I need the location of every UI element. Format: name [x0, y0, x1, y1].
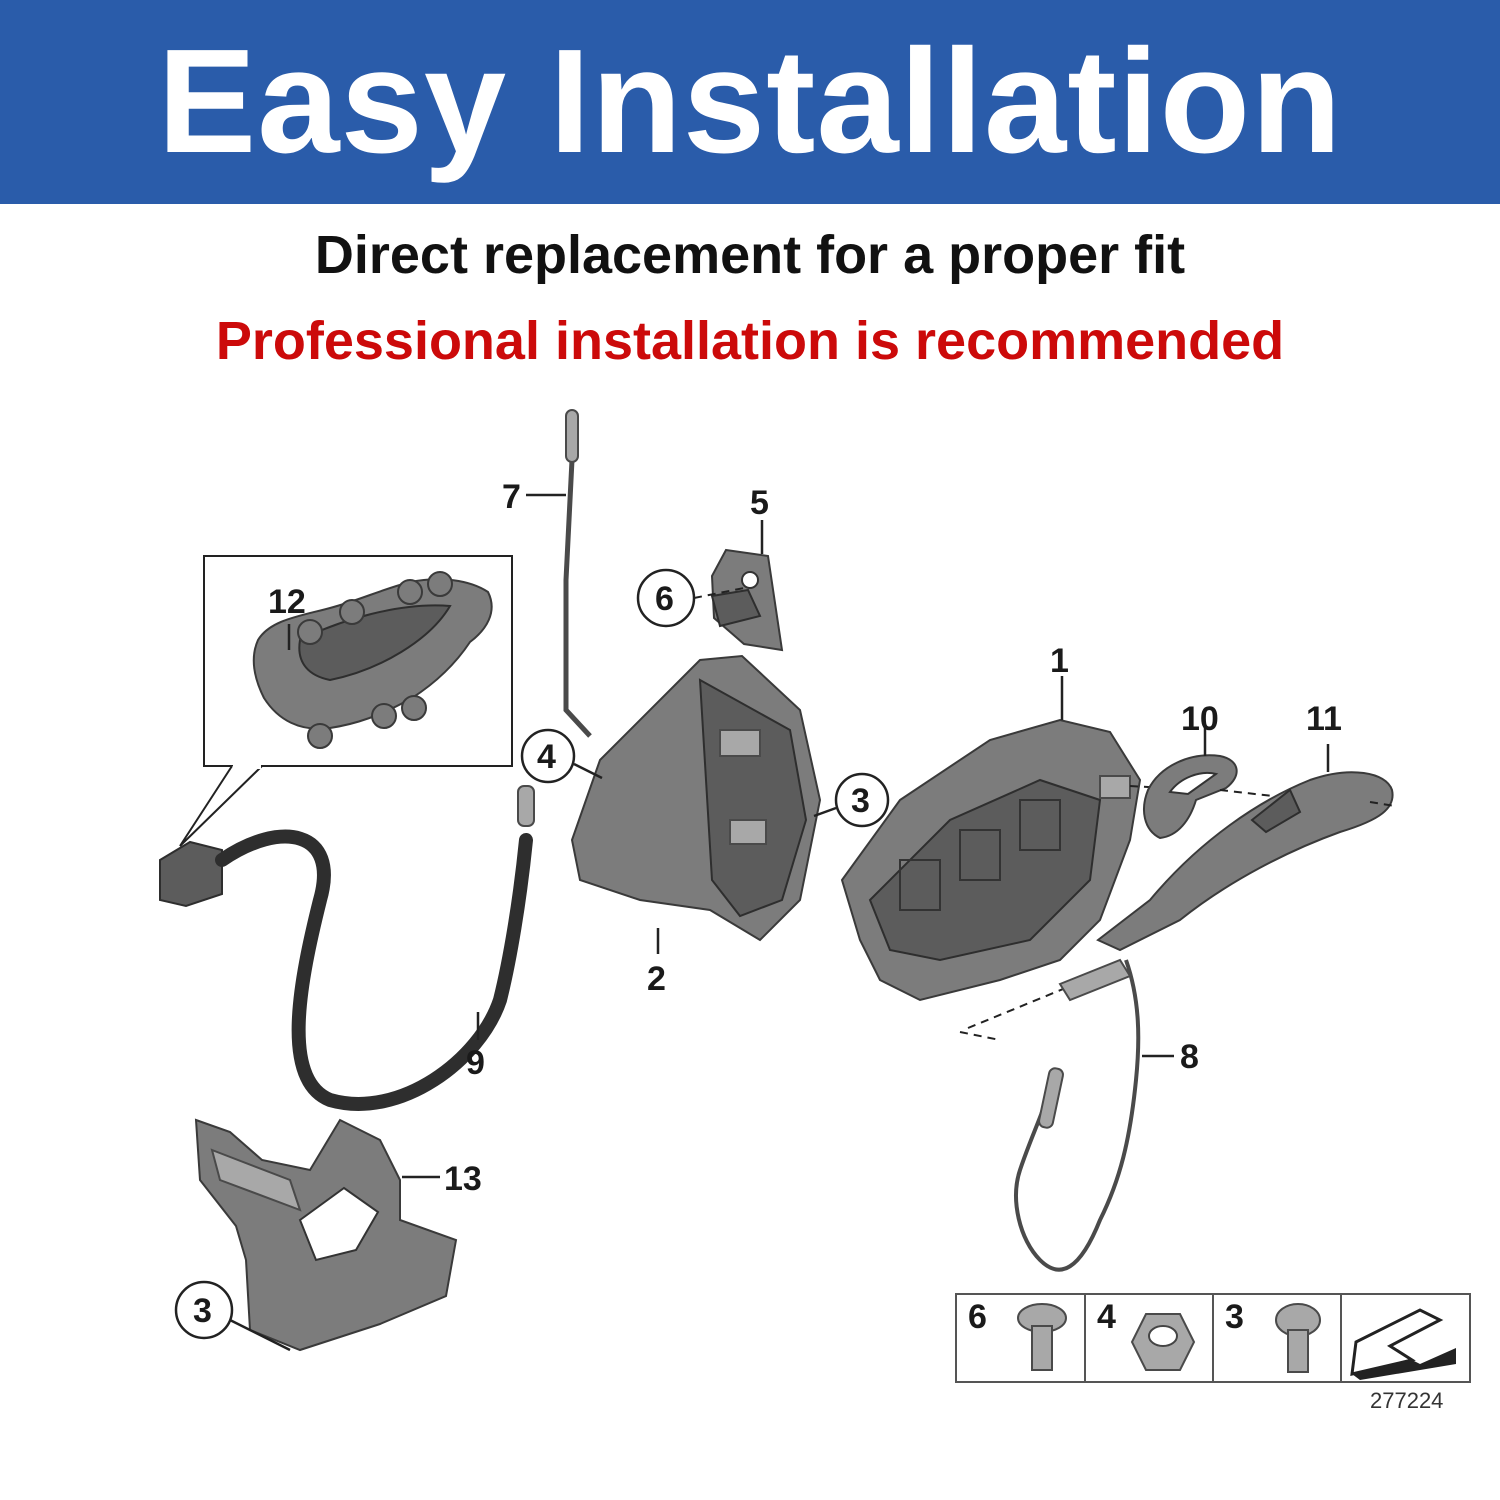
- handle-carrier-1: 1: [840, 642, 1166, 1041]
- diagram-reference-number: 277224: [1370, 1388, 1443, 1413]
- warning-text: Professional installation is recommended: [215, 311, 1285, 371]
- fastener-4-label: 4: [1097, 1298, 1116, 1336]
- screw-icon: [1017, 1303, 1067, 1371]
- part-label-3-lower: 3: [193, 1292, 212, 1330]
- inner-handle-inset: 12: [179, 555, 513, 847]
- part-label-9: 9: [466, 1044, 485, 1082]
- part-label-2: 2: [647, 960, 666, 998]
- part-label-10: 10: [1181, 700, 1219, 738]
- fastener-6-label: 6: [968, 1298, 987, 1336]
- header-banner: Easy Installation: [0, 0, 1500, 204]
- arrow-icon: [1350, 1308, 1456, 1380]
- page-title: Easy Installation: [157, 19, 1343, 184]
- fastener-3-label: 3: [1225, 1298, 1244, 1336]
- lock-housing-2: 2: [570, 654, 822, 998]
- gasket-10: 10: [1143, 700, 1291, 840]
- part-label-6: 6: [655, 580, 674, 618]
- part-label-12: 12: [268, 583, 306, 621]
- part-label-3-upper: 3: [851, 782, 870, 820]
- part-label-13: 13: [444, 1160, 482, 1198]
- part-label-8: 8: [1180, 1038, 1199, 1076]
- part-label-5: 5: [750, 484, 769, 522]
- part-label-4: 4: [537, 738, 556, 776]
- part-label-7: 7: [502, 478, 521, 516]
- cable-8: 8: [1014, 958, 1199, 1272]
- striker-5: 5 6: [636, 484, 784, 652]
- part-label-1: 1: [1050, 642, 1069, 680]
- nut-icon: [1130, 1313, 1196, 1371]
- cable-9: 9: [159, 785, 535, 1111]
- bolt-icon: [1275, 1303, 1321, 1373]
- subtitle: Direct replacement for a proper fit: [314, 225, 1186, 285]
- callout-3-upper: 3: [813, 772, 890, 828]
- outer-handle-11: 11: [1096, 700, 1396, 952]
- exploded-parts-diagram: 12 9 7 2 4 3 5: [159, 409, 1471, 1413]
- bracket-13: 13 3: [174, 1118, 482, 1352]
- callout-4: 4: [520, 728, 603, 784]
- part-label-11: 11: [1306, 700, 1342, 738]
- rod-7: 7: [502, 409, 592, 738]
- fastener-table: 6 4 3 277224: [955, 1293, 1471, 1413]
